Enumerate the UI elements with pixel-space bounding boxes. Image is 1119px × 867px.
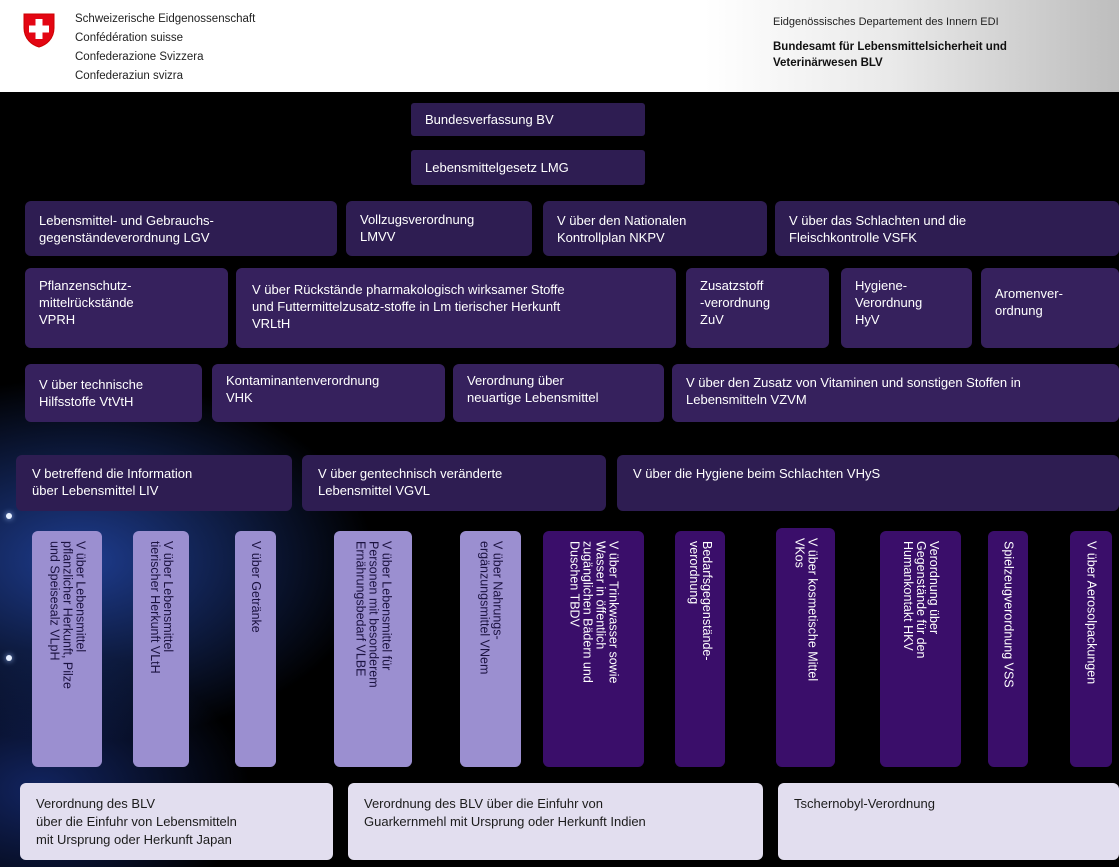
federation-name-fr: Confédération suisse [75,32,184,44]
federation-name-de: Schweizerische Eidgenossenschaft [75,13,256,25]
light-dot [6,513,12,519]
department-name: Eidgenössisches Departement des Innern E… [773,16,999,28]
box-bundesverfassung[interactable]: Bundesverfassung BV [411,103,645,136]
box-vhys[interactable]: V über die Hygiene beim Schlachten VHyS [617,455,1119,511]
box-lebensmittelgesetz[interactable]: Lebensmittelgesetz LMG [411,150,645,185]
box-vzvm[interactable]: V über den Zusatz von Vitaminen und sons… [672,364,1119,422]
vbox-aerosolpackungen[interactable]: V über Aerosolpackungen [1070,531,1112,767]
box-vrlth[interactable]: V über Rückstände pharmakologisch wirksa… [236,268,676,348]
federation-name-rm: Confederaziun svizra [75,70,184,82]
vbox-bedarfsgegenstaende[interactable]: Bedarfsgegenstände-verordnung [675,531,725,767]
federation-name-it: Confederazione Svizzera [75,51,204,63]
swiss-shield-icon [23,13,55,48]
vbox-getraenke[interactable]: V über Getränke [235,531,276,767]
vbox-vss[interactable]: Spielzeugverordnung VSS [988,531,1028,767]
light-dot [6,655,12,661]
header-bar: Schweizerische Eidgenossenschaft Confédé… [0,0,1119,92]
box-lgv[interactable]: Lebensmittel- und Gebrauchs-gegenständev… [25,201,337,256]
office-name: Bundesamt für Lebensmittelsicherheit und… [773,41,1007,69]
box-tschernobyl[interactable]: Tschernobyl-Verordnung [778,783,1119,860]
federation-names: Schweizerische Eidgenossenschaft Confédé… [75,10,255,86]
box-aromenverordnung[interactable]: Aromenver-ordnung [981,268,1119,348]
vbox-vnem[interactable]: V über Nahrungs-ergänzungsmittel VNem [460,531,521,767]
